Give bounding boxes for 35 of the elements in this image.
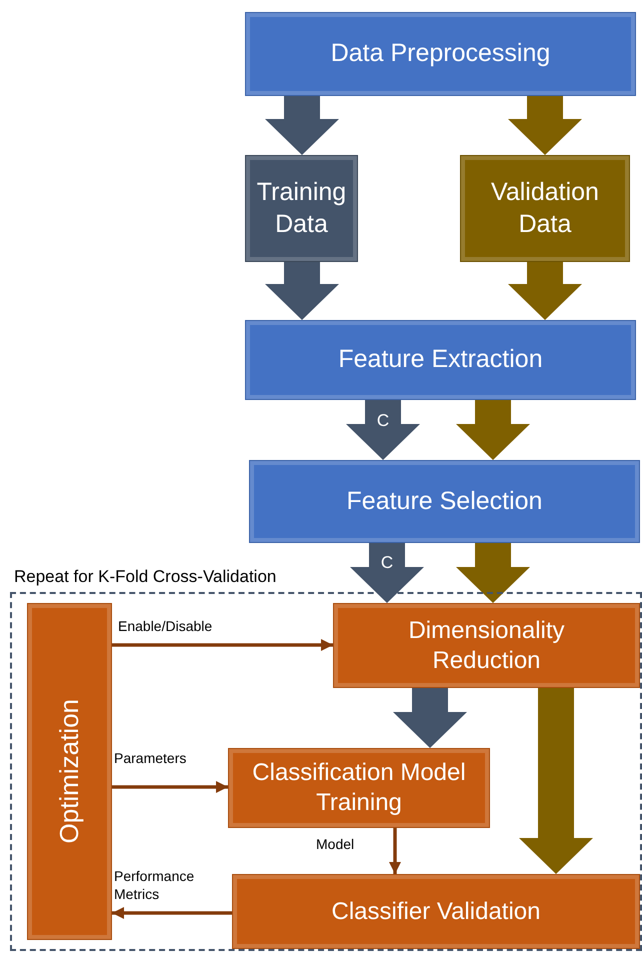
block-arrow <box>456 400 530 460</box>
process-box <box>245 155 358 262</box>
process-box <box>27 603 112 940</box>
box-label: Feature Selection <box>346 486 544 517</box>
block-arrow <box>393 688 467 748</box>
process-box <box>245 12 636 96</box>
box-label: Data Preprocessing <box>330 38 552 70</box>
arrow <box>112 639 333 651</box>
block-arrow <box>346 400 420 460</box>
process-box <box>249 460 640 543</box>
box-label: Feature Extraction <box>337 344 544 376</box>
arrow <box>112 781 228 793</box>
group-label: Repeat for K-Fold Cross-Validation <box>14 566 276 588</box>
block-arrow <box>508 96 582 155</box>
process-box <box>333 603 640 688</box>
process-box <box>228 748 490 828</box>
process-box <box>460 155 630 262</box>
process-box <box>245 320 636 400</box>
box-label: Validation Data <box>490 177 600 240</box>
block-arrow <box>508 262 582 320</box>
process-box <box>232 874 640 949</box>
block-arrow <box>456 543 530 603</box>
box-label: Classification Model Training <box>251 758 467 818</box>
block-arrow <box>265 96 339 155</box>
arrow-label: C <box>376 410 390 432</box>
arrow <box>389 828 401 874</box>
box-label: Dimensionality Reduction <box>407 616 566 676</box>
block-arrow <box>519 688 593 874</box>
box-label: Training Data <box>256 177 348 240</box>
arrow <box>112 907 232 919</box>
arrow-label: C <box>380 552 394 574</box>
block-arrow <box>350 543 424 603</box>
box-label: Classifier Validation <box>330 896 542 926</box>
block-arrow <box>265 262 339 320</box>
box-label: Optimization <box>53 698 86 846</box>
